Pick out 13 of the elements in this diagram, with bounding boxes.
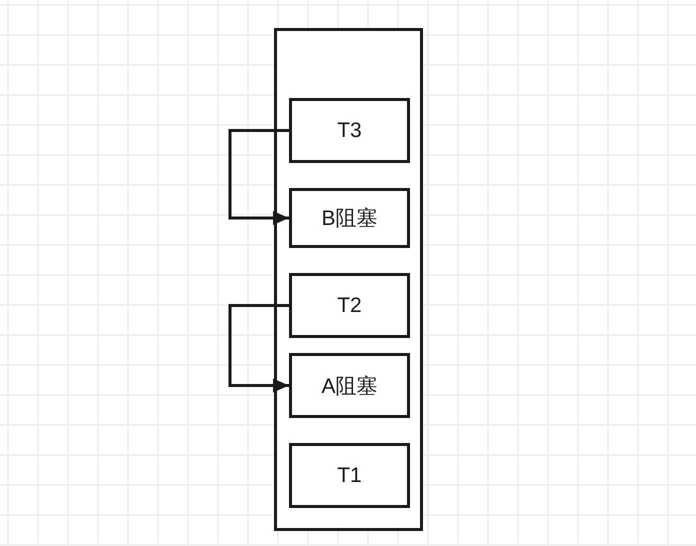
node-label: T1 xyxy=(337,464,362,488)
node-label: T3 xyxy=(337,118,362,142)
process-box xyxy=(289,98,410,163)
node-label: B阻塞 xyxy=(321,206,378,232)
process-box xyxy=(289,188,410,248)
process-box xyxy=(289,443,410,508)
arrow xyxy=(228,129,289,225)
arrow xyxy=(228,304,289,392)
process-box xyxy=(289,273,410,338)
node-label: T2 xyxy=(337,294,362,318)
container-box xyxy=(274,28,423,531)
process-box xyxy=(289,353,410,418)
node-label: A阻塞 xyxy=(321,374,378,400)
